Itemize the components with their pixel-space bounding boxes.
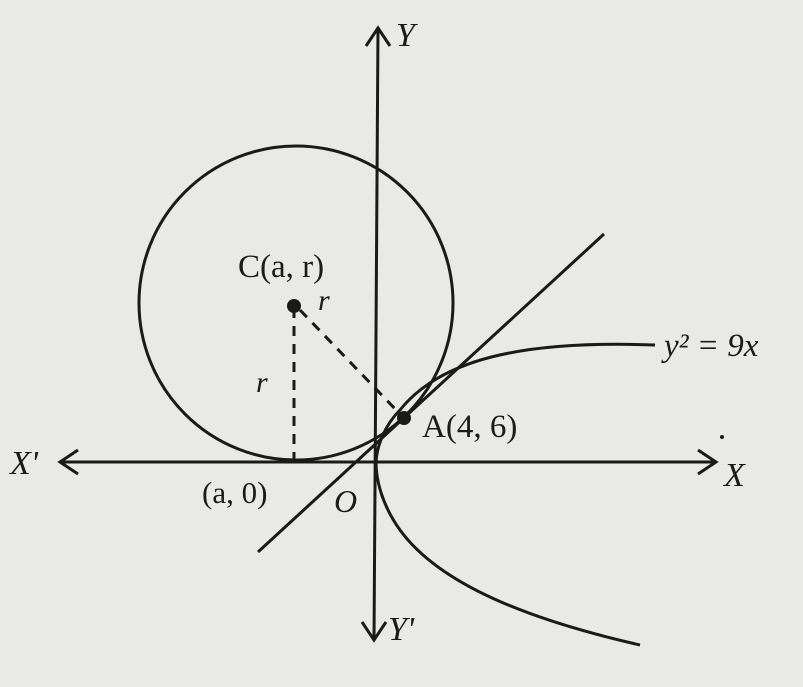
origin-label: O xyxy=(334,483,357,519)
x-axis-neg-label: X' xyxy=(8,445,39,482)
point-a xyxy=(397,411,411,425)
y-axis-label: Y xyxy=(396,17,418,54)
center-point xyxy=(287,299,301,313)
vertical-radius-label: r xyxy=(256,366,268,399)
x-axis-label: X xyxy=(722,457,746,494)
curve-label: y² = 9x xyxy=(661,328,759,364)
slant-radius-dashed xyxy=(298,308,402,416)
tangent-foot-label: (a, 0) xyxy=(202,475,267,510)
slant-radius-label: r xyxy=(318,284,330,317)
x-axis-arrow-right xyxy=(697,448,719,476)
parabola-curve xyxy=(374,342,656,647)
tangent-line xyxy=(256,232,606,554)
y-axis-line xyxy=(372,27,380,641)
y-axis-neg-label: Y' xyxy=(388,611,415,648)
y-axis-arrow-down xyxy=(360,621,388,643)
point-a-label: A(4, 6) xyxy=(422,409,517,445)
y-axis-arrow-up xyxy=(364,25,392,47)
small-dot xyxy=(720,435,724,439)
x-axis-arrow-left xyxy=(57,448,79,476)
center-label: C(a, r) xyxy=(238,249,324,285)
circle xyxy=(137,144,455,462)
